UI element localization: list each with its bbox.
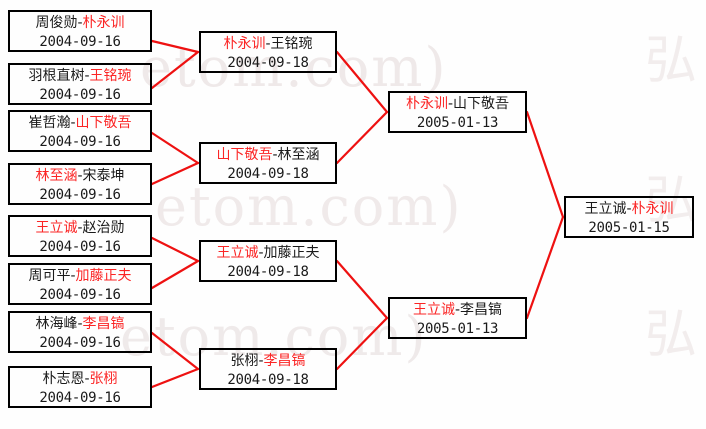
- match-box[interactable]: 崔哲瀚-山下敬吾 2004-09-16: [8, 110, 152, 152]
- match-box[interactable]: 王立诚-李昌镐 2005-01-13: [388, 297, 527, 339]
- match-players: 朴永训-山下敬吾: [390, 95, 525, 114]
- player-left: 朴永训: [405, 96, 448, 112]
- player-left: 朴永训: [223, 36, 266, 52]
- match-box[interactable]: 张栩-李昌镐 2004-09-18: [199, 348, 337, 390]
- watermark-text: 弘: [645, 305, 700, 365]
- match-box[interactable]: 周可平-加藤正夫 2004-09-16: [8, 263, 152, 305]
- vs-dash: -: [70, 268, 76, 284]
- match-players: 朴志恩-张栩: [10, 370, 150, 389]
- match-box[interactable]: 朴志恩-张栩 2004-09-16: [8, 366, 152, 408]
- match-date: 2004-09-16: [39, 239, 121, 255]
- vs-dash: -: [70, 115, 76, 131]
- match-players: 林至涵-宋泰坤: [10, 167, 150, 186]
- match-date: 2004-09-16: [39, 287, 121, 303]
- vs-dash: -: [77, 220, 83, 236]
- match-box[interactable]: 王立诚-加藤正夫 2004-09-18: [199, 240, 337, 282]
- match-box[interactable]: 朴永训-王铭琬 2004-09-18: [199, 31, 337, 73]
- match-players: 山下敬吾-林至涵: [201, 146, 335, 165]
- player-left: 王立诚: [412, 302, 455, 318]
- match-box[interactable]: 王立诚-赵治勋 2004-09-16: [8, 215, 152, 257]
- player-left: 羽根直树: [28, 68, 85, 84]
- match-box[interactable]: 林海峰-李昌镐 2004-09-16: [8, 311, 152, 353]
- match-box[interactable]: 周俊勋-朴永训 2004-09-16: [8, 10, 152, 52]
- match-players: 朴永训-王铭琬: [201, 35, 335, 54]
- watermark-text: etom.com): [155, 175, 463, 238]
- match-box-final[interactable]: 王立诚-朴永训 2005-01-15: [564, 196, 694, 238]
- player-right: 朴永训: [82, 15, 125, 31]
- match-date: 2004-09-16: [39, 34, 121, 50]
- match-players: 林海峰-李昌镐: [10, 315, 150, 334]
- player-left: 朴志恩: [42, 371, 85, 387]
- player-right: 王铭琬: [270, 36, 313, 52]
- player-left: 山下敬吾: [216, 147, 273, 163]
- match-date: 2004-09-18: [227, 264, 309, 280]
- match-date: 2005-01-15: [588, 220, 670, 236]
- player-right: 李昌镐: [460, 302, 503, 318]
- player-right: 赵治勋: [82, 220, 125, 236]
- match-box[interactable]: 林至涵-宋泰坤 2004-09-16: [8, 163, 152, 205]
- player-left: 林海峰: [35, 316, 78, 332]
- player-right: 李昌镐: [82, 316, 125, 332]
- match-players: 周俊勋-朴永训: [10, 14, 150, 33]
- player-left: 王立诚: [584, 201, 627, 217]
- vs-dash: -: [77, 168, 83, 184]
- match-box[interactable]: 山下敬吾-林至涵 2004-09-18: [199, 142, 337, 184]
- vs-dash: -: [447, 96, 454, 112]
- player-left: 王立诚: [35, 220, 78, 236]
- match-box[interactable]: 朴永训-山下敬吾 2005-01-13: [388, 91, 527, 133]
- player-left: 周俊勋: [35, 15, 78, 31]
- match-date: 2004-09-16: [39, 87, 121, 103]
- player-left: 王立诚: [216, 245, 259, 261]
- match-players: 崔哲瀚-山下敬吾: [10, 114, 150, 133]
- vs-dash: -: [265, 36, 271, 52]
- vs-dash: -: [272, 147, 278, 163]
- player-right: 加藤正夫: [75, 268, 132, 284]
- match-date: 2004-09-18: [227, 372, 309, 388]
- player-left: 崔哲瀚: [28, 115, 71, 131]
- player-right: 山下敬吾: [453, 96, 510, 112]
- match-date: 2004-09-18: [227, 166, 309, 182]
- vs-dash: -: [84, 371, 90, 387]
- vs-dash: -: [626, 201, 632, 217]
- match-players: 王立诚-赵治勋: [10, 219, 150, 238]
- player-left: 周可平: [28, 268, 71, 284]
- player-right: 李昌镐: [263, 353, 306, 369]
- match-players: 王立诚-李昌镐: [390, 301, 525, 320]
- match-players: 王立诚-加藤正夫: [201, 244, 335, 263]
- vs-dash: -: [258, 245, 264, 261]
- player-left: 林至涵: [35, 168, 78, 184]
- match-date: 2004-09-16: [39, 187, 121, 203]
- vs-dash: -: [84, 68, 90, 84]
- match-box[interactable]: 羽根直树-王铭琬 2004-09-16: [8, 63, 152, 105]
- match-date: 2004-09-18: [227, 55, 309, 71]
- watermark-text: 弘: [645, 31, 700, 91]
- player-left: 张栩: [230, 353, 259, 369]
- match-players: 周可平-加藤正夫: [10, 267, 150, 286]
- match-date: 2004-09-16: [39, 134, 121, 150]
- player-right: 王铭琬: [89, 68, 132, 84]
- player-right: 林至涵: [277, 147, 320, 163]
- match-date: 2004-09-16: [39, 335, 121, 351]
- vs-dash: -: [454, 302, 461, 318]
- match-date: 2005-01-13: [416, 321, 499, 337]
- player-right: 张栩: [89, 371, 118, 387]
- match-date: 2004-09-16: [39, 390, 121, 406]
- match-players: 王立诚-朴永训: [566, 200, 692, 219]
- vs-dash: -: [258, 353, 264, 369]
- player-right: 山下敬吾: [75, 115, 132, 131]
- match-players: 羽根直树-王铭琬: [10, 67, 150, 86]
- vs-dash: -: [77, 316, 83, 332]
- player-right: 加藤正夫: [263, 245, 320, 261]
- player-right: 宋泰坤: [82, 168, 125, 184]
- vs-dash: -: [77, 15, 83, 31]
- match-players: 张栩-李昌镐: [201, 352, 335, 371]
- match-date: 2005-01-13: [416, 115, 499, 131]
- player-right: 朴永训: [631, 201, 674, 217]
